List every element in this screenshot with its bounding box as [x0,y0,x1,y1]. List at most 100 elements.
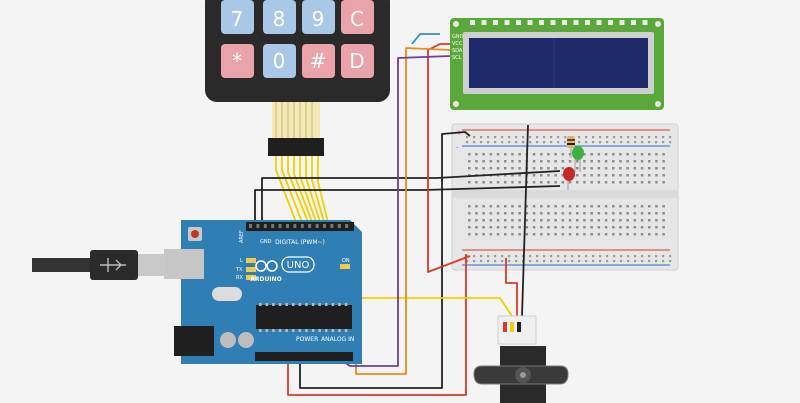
rail-hole [606,260,609,263]
breadboard-hole [554,226,557,229]
breadboard-hole [489,160,493,163]
key-hash[interactable] [302,44,335,78]
rail-hole [543,255,546,258]
breadboard-hole [590,174,593,177]
breadboard-hole [561,205,565,208]
rail-hole [487,136,490,139]
chip-leg [298,329,302,332]
rail-hole [669,260,672,263]
breadboard-hole [648,160,651,163]
key-7[interactable] [221,0,254,34]
analog-label: ANALOG IN [321,336,354,343]
led-on [340,264,350,269]
rail-hole [543,141,546,144]
key-0[interactable] [263,44,296,78]
rail-hole [592,260,595,263]
key-8[interactable] [263,0,296,34]
key-C[interactable] [341,0,374,34]
breadboard-hole [475,153,478,156]
breadboard-hole [648,205,651,208]
breadboard-hole [525,212,529,215]
rail-hole [655,136,658,139]
breadboard-hole [662,174,665,177]
chip-leg [325,329,328,332]
rail-hole [494,260,497,263]
breadboard-hole [482,181,485,184]
breadboard-hole [511,174,514,177]
lcd-header-pin [596,20,602,25]
breadboard-hole [597,153,601,156]
breadboard-hole [640,212,644,215]
breadboard-hole [511,167,514,170]
chip-leg [259,303,262,306]
breadboard-hole [482,160,485,163]
breadboard-hole [518,160,521,163]
rail-hole [627,255,630,258]
red-led[interactable] [563,167,575,190]
chip-leg [305,303,308,306]
breadboard-hole [655,226,658,229]
rail-hole [536,141,539,144]
led-on-label: ON [342,258,350,264]
green-led[interactable] [572,146,584,172]
rail-hole [515,141,518,144]
rail-hole [641,136,644,139]
digital-pin [315,224,319,228]
resistor[interactable] [567,136,575,158]
breadboard-hole [561,226,565,229]
breadboard-hole [468,160,471,163]
breadboard-hole [496,226,500,229]
key-9[interactable] [302,0,335,34]
breadboard-hole [633,219,637,222]
key-star[interactable] [221,44,254,78]
lcd-header-pin [493,20,498,25]
breadboard-hole [655,181,658,184]
wire-black-gnd-2 [254,185,561,222]
breadboard[interactable]: + - [451,123,679,271]
breadboard-hole [590,160,593,163]
breadboard-hole [655,219,658,222]
usb-port[interactable] [164,249,204,279]
lcd-display[interactable]: GND VCC SDA SCL [450,18,664,110]
breadboard-hole [489,233,493,236]
atmega-chip [256,305,352,329]
chip-leg [311,303,315,306]
rail-hole [648,141,651,144]
breadboard-hole [525,226,529,229]
breadboard-hole [561,219,565,222]
crystal-oscillator [212,287,242,301]
breadboard-hole [655,212,658,215]
rail-minus-label: - [456,144,459,152]
digital-pin [300,224,304,228]
rail-hole [508,255,511,258]
breadboard-hole [633,160,637,163]
breadboard-hole [640,233,644,236]
breadboard-hole [518,219,521,222]
chip-leg [285,303,288,306]
rail-hole [487,141,490,144]
chip-leg [298,303,302,306]
breadboard-hole [504,212,507,215]
breadboard-hole [482,167,485,170]
rail-hole [620,136,623,139]
power-jack[interactable] [174,326,214,356]
breadboard-hole [604,219,608,222]
wire-black-gnd-led [261,170,561,222]
breadboard-hole [554,233,557,236]
breadboard-hole [626,219,629,222]
keypad[interactable]: 7 8 9 C * 0 # D [205,0,390,156]
breadboard-hole [489,205,493,208]
breadboard-hole [518,167,521,170]
key-D[interactable] [341,44,374,78]
arduino-uno[interactable]: L TX RX ON DIGITAL (PWM~) AREF ARDUINO U… [164,220,362,364]
breadboard-hole [604,174,608,177]
rail-hole [655,141,658,144]
chip-leg [278,303,282,306]
rail-hole [508,141,511,144]
rail-hole [648,255,651,258]
breadboard-hole [633,167,637,170]
breadboard-hole [496,160,500,163]
servo-motor[interactable] [473,315,569,403]
breadboard-hole [475,205,478,208]
rail-hole [529,255,532,258]
